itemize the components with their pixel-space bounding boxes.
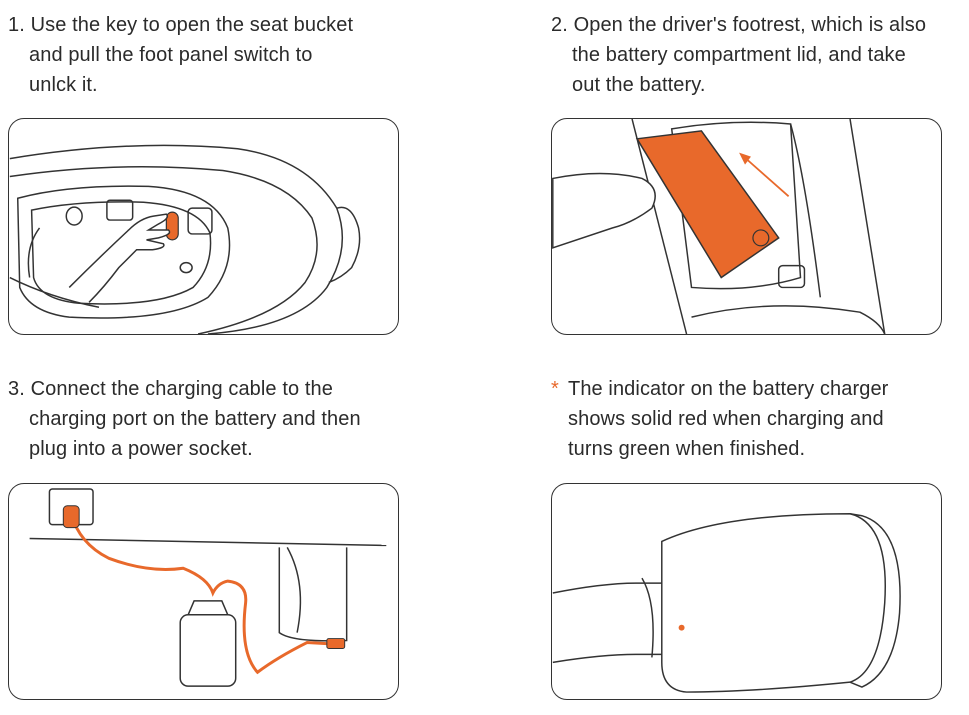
battery-removal-illustration xyxy=(551,118,942,335)
step-3-number: 3. xyxy=(8,378,25,400)
note-line-1: The indicator on the battery charger xyxy=(568,378,889,400)
step-2-text: 2. Open the driver's footrest, which is … xyxy=(551,10,926,100)
step-1-line-1: Use the key to open the seat bucket xyxy=(30,14,354,36)
charger-indicator-illustration xyxy=(551,483,942,700)
seat-bucket-drawing xyxy=(9,144,361,334)
step-3-text: 3. Connect the charging cable to the cha… xyxy=(8,374,361,464)
note-text: * The indicator on the battery charger sh… xyxy=(551,374,888,464)
step-2-line-2: the battery compartment lid, and take xyxy=(572,44,906,66)
step-1-line-2: and pull the foot panel switch to xyxy=(29,44,313,66)
charging-port-connector xyxy=(326,638,346,649)
step-3-line-3: plug into a power socket. xyxy=(29,438,253,460)
step-3-line-1: Connect the charging cable to the xyxy=(30,378,333,400)
asterisk-mark: * xyxy=(551,378,559,400)
charging-connection-illustration xyxy=(8,483,399,700)
battery-removal-drawing xyxy=(552,119,886,334)
foot-panel-switch xyxy=(165,211,179,241)
charging-drawing xyxy=(29,488,387,687)
hand-icon xyxy=(68,213,171,303)
charger xyxy=(179,614,237,687)
step-1-line-3: unlck it. xyxy=(29,74,98,96)
direction-arrow xyxy=(745,157,790,197)
hand-icon xyxy=(552,172,656,249)
charger-drawing xyxy=(552,512,901,693)
charging-cable xyxy=(69,513,342,675)
seat-bucket-illustration xyxy=(8,118,399,335)
indicator-light xyxy=(678,624,685,631)
step-2-line-3: out the battery. xyxy=(572,74,706,96)
step-1-text: 1. Use the key to open the seat bucket a… xyxy=(8,10,353,100)
note-line-3: turns green when finished. xyxy=(568,438,806,460)
step-2-line-1: Open the driver's footrest, which is als… xyxy=(573,14,927,36)
step-3-line-2: charging port on the battery and then xyxy=(29,408,361,430)
step-2-number: 2. xyxy=(551,14,568,36)
charger-body xyxy=(661,512,886,693)
battery xyxy=(635,130,780,279)
plug xyxy=(62,505,80,529)
note-line-2: shows solid red when charging and xyxy=(568,408,884,430)
step-1-number: 1. xyxy=(8,14,25,36)
